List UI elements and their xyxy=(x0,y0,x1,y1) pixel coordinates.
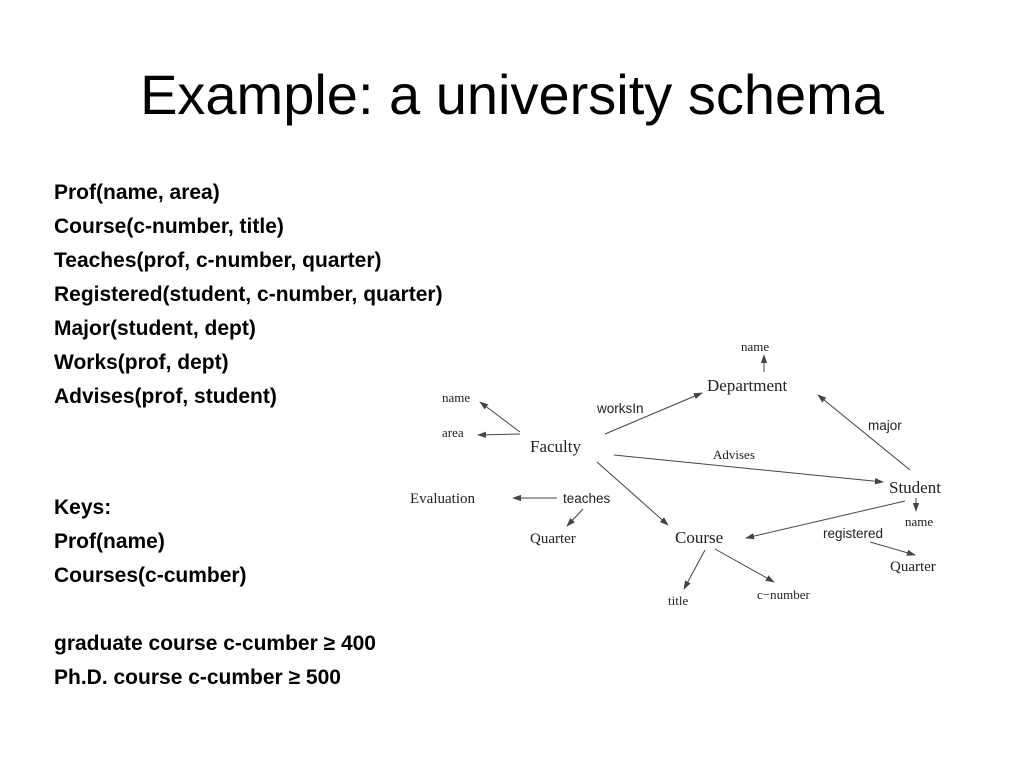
attr-evaluation-quarter: Quarter xyxy=(530,531,576,547)
keys-list: Keys: Prof(name) Courses(c-cumber) xyxy=(54,491,247,593)
attr-student-name: name xyxy=(905,514,933,529)
edge-student-course xyxy=(745,500,906,540)
rel-teaches: teaches xyxy=(563,491,611,506)
node-course: Course xyxy=(675,528,723,547)
schema-item-advises: Advises(prof, student) xyxy=(54,385,277,408)
node-student: Student xyxy=(889,478,941,497)
edge-faculty-name xyxy=(479,401,521,433)
schema-item-registered: Registered(student, c-number, quarter) xyxy=(54,283,443,306)
edge-faculty-worksin xyxy=(604,392,703,435)
node-evaluation: Evaluation xyxy=(410,491,475,507)
node-faculty: Faculty xyxy=(530,437,581,456)
edge-course-number xyxy=(714,548,775,583)
edge-course-title xyxy=(683,549,706,590)
edge-faculty-course xyxy=(596,461,669,526)
schema-item-course: Course(c-number, title) xyxy=(54,215,284,238)
rel-registered: registered xyxy=(823,526,883,541)
edge-student-major xyxy=(817,394,911,471)
rel-major: major xyxy=(868,418,902,433)
attr-department-name: name xyxy=(741,339,769,354)
schema-item-prof: Prof(name, area) xyxy=(54,181,220,204)
edge-registered-quarter xyxy=(869,541,916,556)
node-department: Department xyxy=(707,376,788,395)
attr-course-number: c−number xyxy=(757,587,810,602)
schema-item-teaches: Teaches(prof, c-number, quarter) xyxy=(54,249,382,272)
schema-item-works: Works(prof, dept) xyxy=(54,351,229,374)
schema-list: Prof(name, area) Course(c-number, title)… xyxy=(54,176,443,414)
constraints-list: graduate course c-cumber ≥ 400 Ph.D. cou… xyxy=(54,627,376,695)
key-item-courses: Courses(c-cumber) xyxy=(54,564,247,587)
page-title: Example: a university schema xyxy=(140,63,884,126)
edge-faculty-area xyxy=(477,431,521,438)
attr-faculty-name: name xyxy=(442,390,470,405)
attr-course-title: title xyxy=(668,593,688,608)
constraint-phd: Ph.D. course c-cumber ≥ 500 xyxy=(54,666,341,689)
attr-registered-quarter: Quarter xyxy=(890,559,936,575)
edge-teaches-quarter xyxy=(566,508,584,527)
edge-faculty-advises xyxy=(613,454,884,485)
attr-faculty-area: area xyxy=(442,425,464,440)
schema-item-major: Major(student, dept) xyxy=(54,317,256,340)
rel-works-in: worksIn xyxy=(596,401,644,416)
constraint-graduate: graduate course c-cumber ≥ 400 xyxy=(54,632,376,655)
keys-heading: Keys: xyxy=(54,496,112,519)
diagram-edges xyxy=(477,354,920,590)
rel-advises: Advises xyxy=(713,447,755,462)
key-item-prof: Prof(name) xyxy=(54,530,165,553)
